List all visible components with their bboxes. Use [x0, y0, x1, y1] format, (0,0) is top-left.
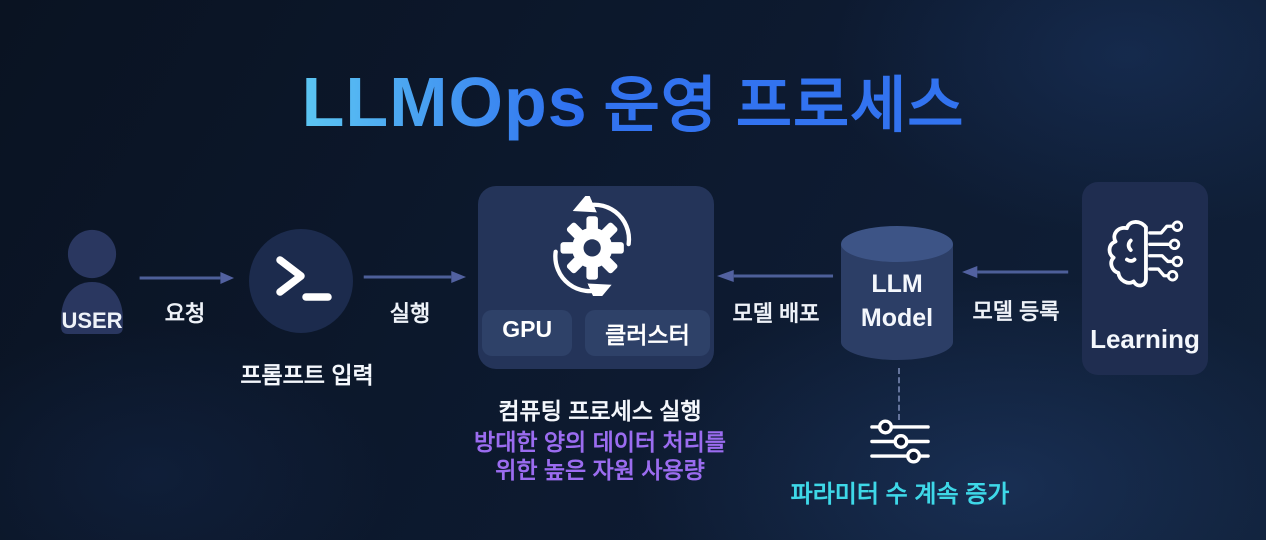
- compute-caption: 컴퓨팅 프로세스 실행: [498, 398, 702, 424]
- title-brand: LLMOps: [301, 63, 588, 142]
- llm-model-name-line1: LLM: [871, 270, 923, 298]
- chip-gpu: GPU: [482, 310, 573, 356]
- compute-chips: GPU 클러스터: [478, 310, 714, 356]
- learning-label: Learning: [1090, 324, 1200, 354]
- user-label: USER: [61, 308, 123, 333]
- terminal-icon: [249, 229, 353, 333]
- person-icon: [57, 229, 127, 338]
- brain-circuit-icon: [1104, 212, 1186, 295]
- gear-sync-icon: [548, 192, 644, 304]
- llm-model-node: LLM Model: [839, 224, 955, 362]
- user-node: USER: [57, 228, 127, 334]
- prompt-caption: 프롬프트 입력: [240, 362, 374, 388]
- request-arrow: [138, 271, 234, 285]
- compute-note-line1: 방대한 양의 데이터 처리를: [474, 429, 726, 455]
- parameter-caption: 파라미터 수 계속 증가: [790, 481, 1010, 508]
- learning-node: Learning: [1082, 182, 1208, 375]
- database-cylinder-icon: [839, 224, 955, 362]
- sliders-icon: [869, 419, 931, 469]
- llm-model-name-line2: Model: [860, 304, 934, 332]
- chip-cluster: 클러스터: [585, 310, 710, 356]
- compute-note-line2: 위한 높은 자원 사용량: [495, 457, 705, 483]
- compute-node: GPU 클러스터: [478, 186, 714, 369]
- request-arrow-label: 요청: [164, 301, 206, 326]
- register-arrow-label: 모델 등록: [972, 299, 1060, 324]
- prompt-node: [249, 229, 353, 333]
- title-suffix: 운영 프로세스: [603, 71, 965, 140]
- deploy-arrow: [717, 269, 835, 283]
- execute-arrow: [362, 270, 466, 284]
- parameter-dashed-connector: [898, 368, 900, 420]
- register-arrow: [962, 265, 1070, 279]
- deploy-arrow-label: 모델 배포: [732, 301, 820, 326]
- execute-arrow-label: 실행: [389, 301, 431, 326]
